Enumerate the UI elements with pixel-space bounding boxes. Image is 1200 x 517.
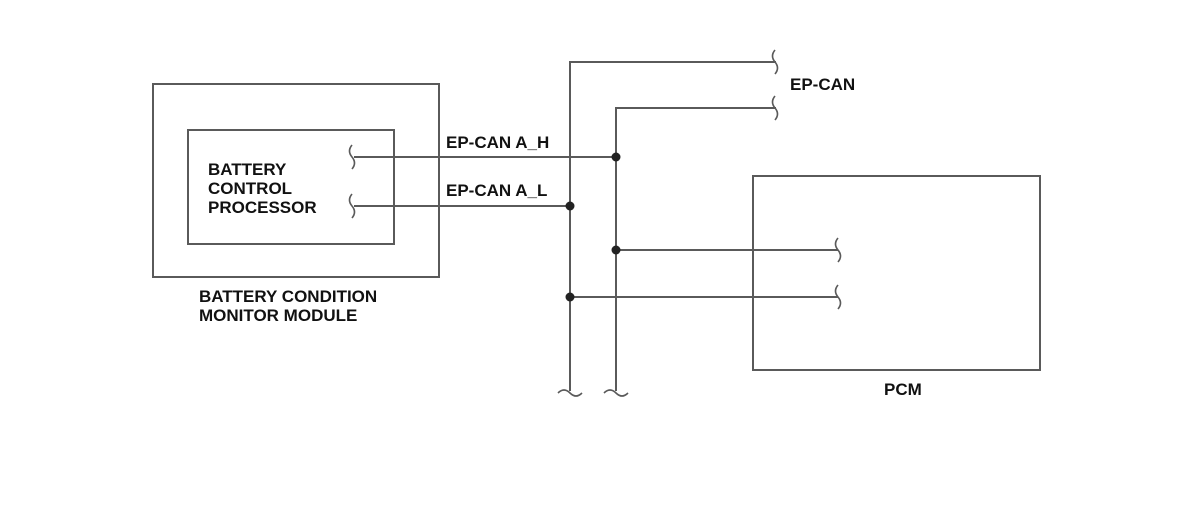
pcm-box: [752, 175, 1041, 371]
processor-label-line-3: PROCESSOR: [208, 198, 317, 217]
module-label-line-2: MONITOR MODULE: [199, 306, 358, 325]
connector-symbol-pcm-1: [834, 237, 842, 263]
processor-label-line-2: CONTROL: [208, 179, 293, 198]
connector-symbol-pcm-2: [834, 284, 842, 310]
ep-can-a-l-label: EP-CAN A_L: [446, 181, 548, 200]
battery-condition-monitor-module-box: [152, 83, 440, 278]
ep-can-label: EP-CAN: [790, 75, 856, 94]
battery-control-processor-box: [187, 129, 395, 245]
pcm-label: PCM: [884, 380, 922, 399]
module-label-line-1: BATTERY CONDITION: [199, 287, 378, 306]
ep-can-bus-line-1: [569, 61, 776, 391]
break-symbol-bottom-1: [557, 389, 583, 397]
ep-can-a-h-label: EP-CAN A_H: [446, 133, 550, 152]
module-label: BATTERY CONDITION MONITOR MODULE: [199, 287, 377, 325]
break-symbol-ep-can-2: [771, 95, 779, 121]
processor-label: BATTERY CONTROL PROCESSOR: [208, 160, 317, 217]
junction-dot-a-h: [611, 152, 621, 162]
junction-dot-pcm-1: [611, 245, 621, 255]
junction-dot-a-l: [565, 201, 575, 211]
connector-symbol-a-h: [348, 144, 356, 170]
break-symbol-bottom-2: [603, 389, 629, 397]
processor-label-line-1: BATTERY: [208, 160, 287, 179]
break-symbol-ep-can-1: [771, 49, 779, 75]
connector-symbol-a-l: [348, 193, 356, 219]
junction-dot-pcm-2: [565, 292, 575, 302]
